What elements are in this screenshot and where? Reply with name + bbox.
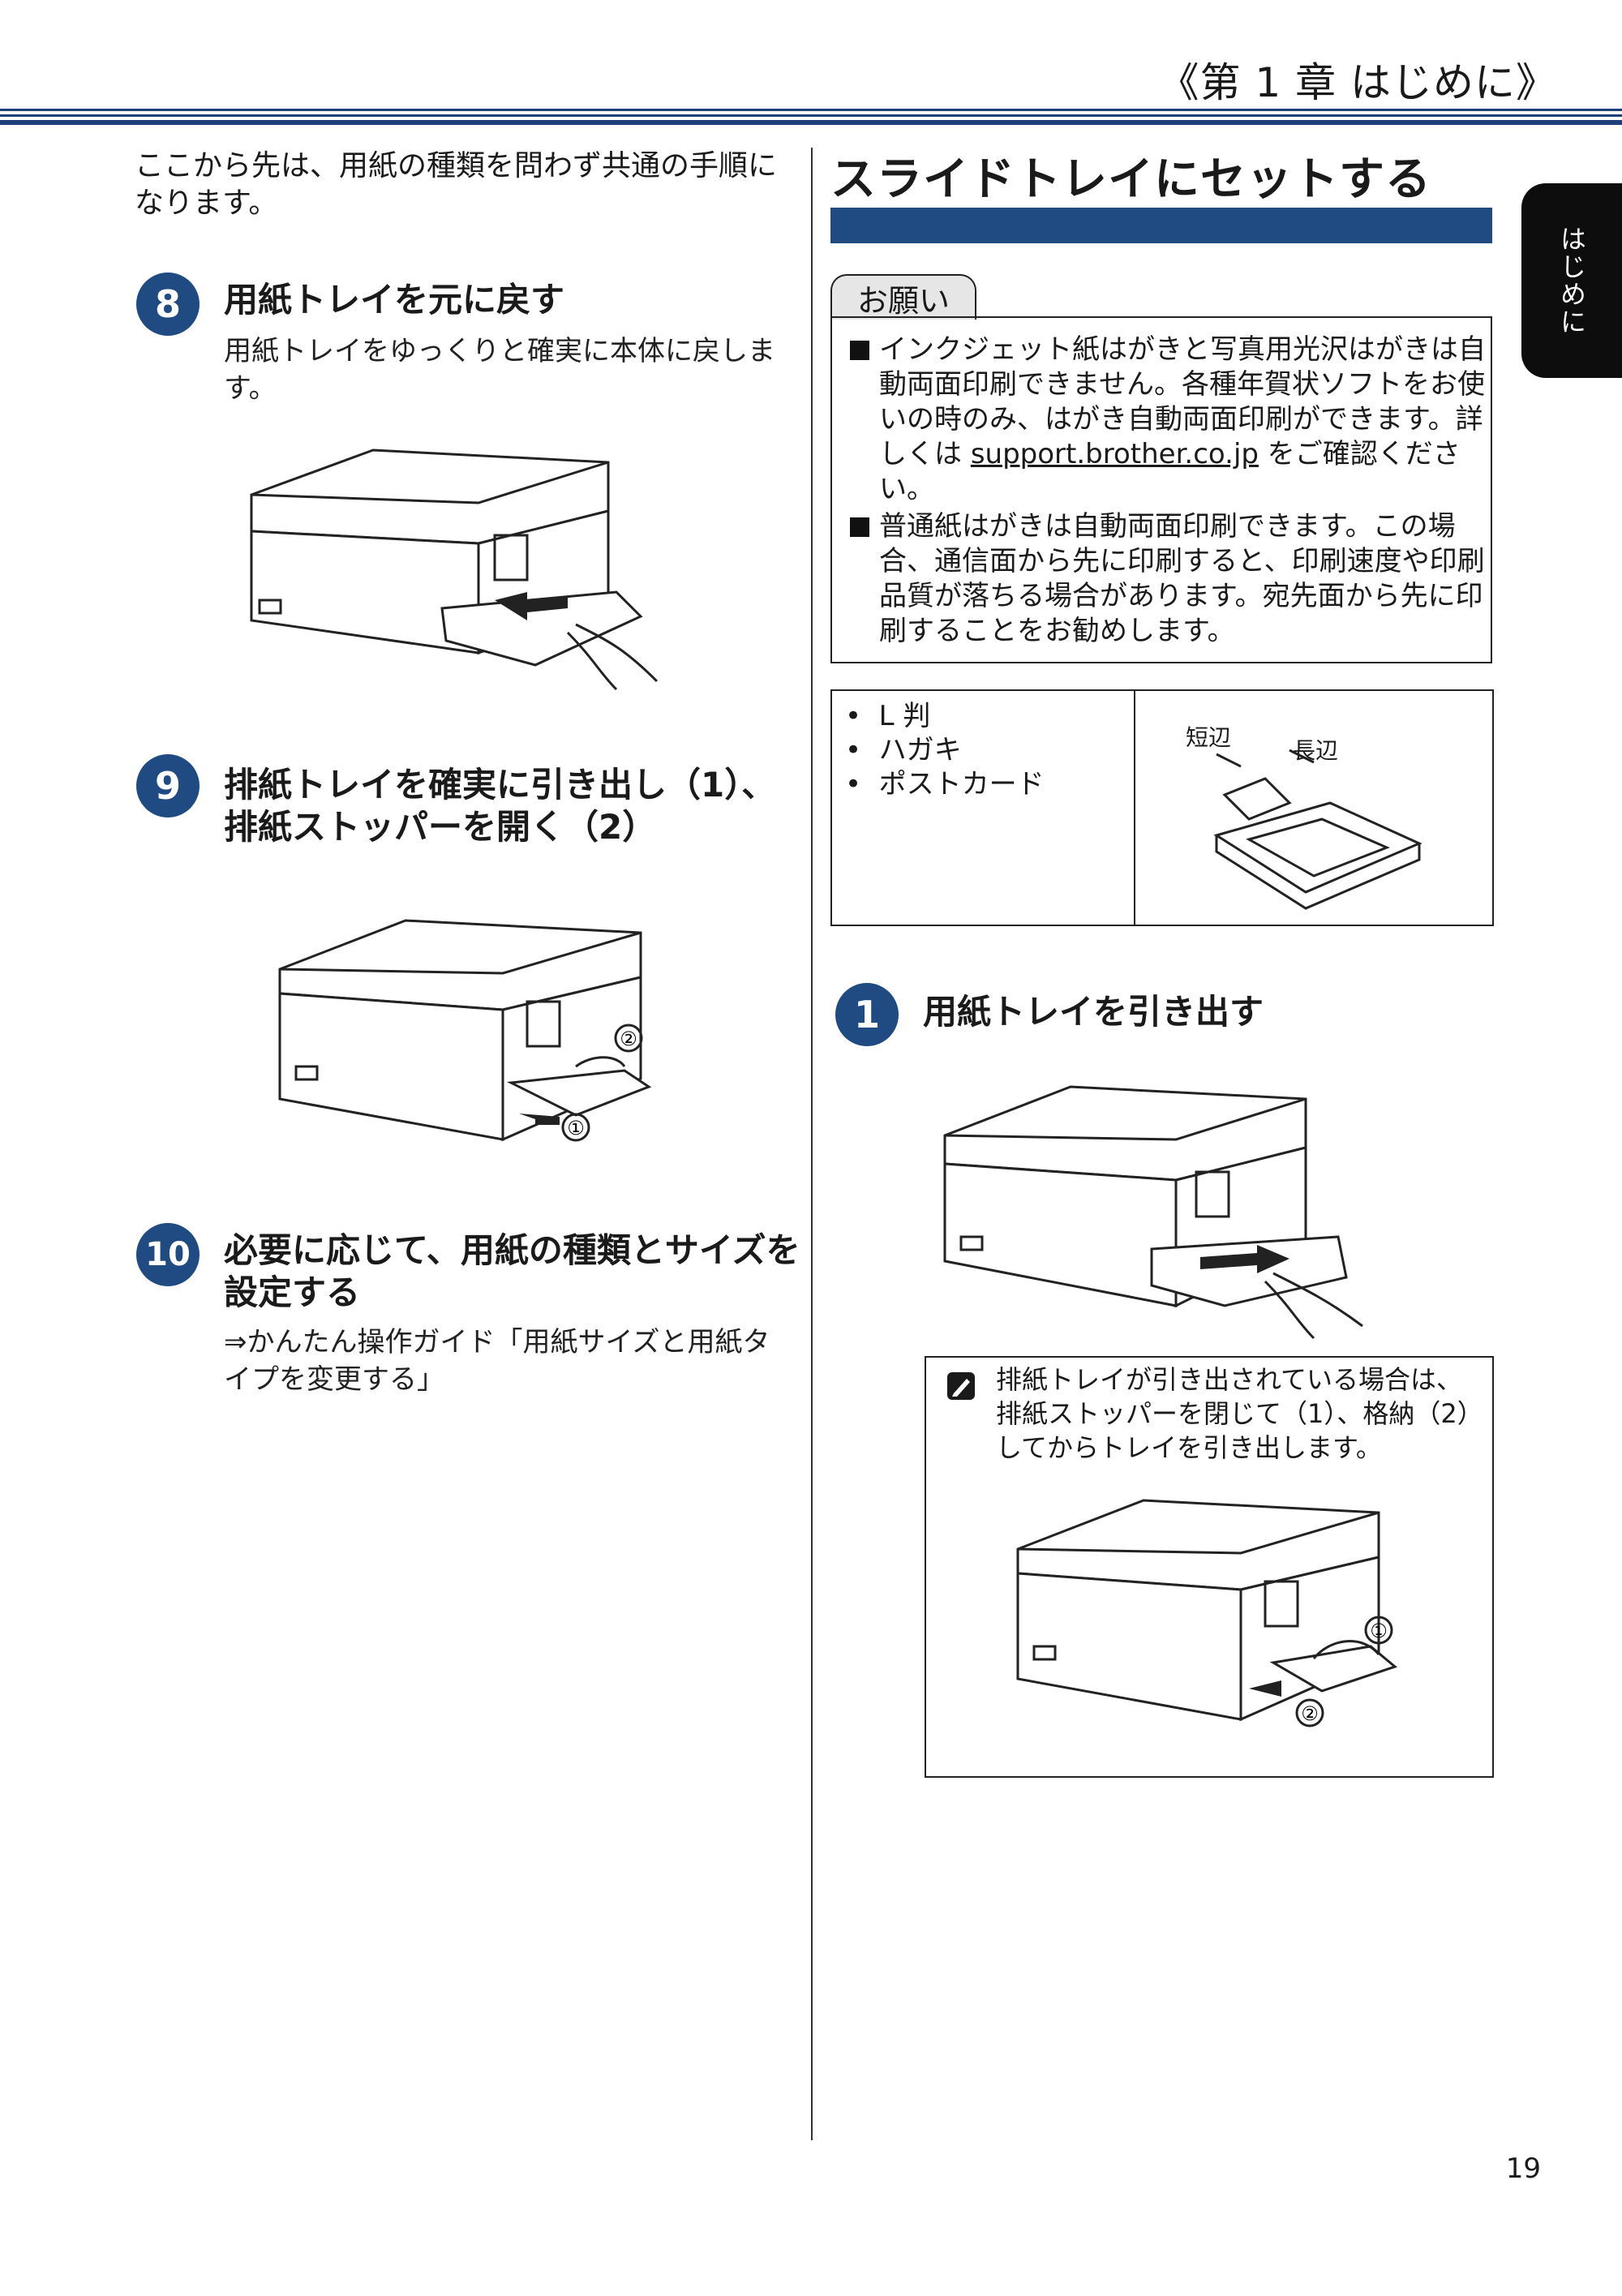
- callout-1: ①: [567, 1117, 585, 1139]
- section-title: スライドトレイにセットする: [830, 153, 1431, 206]
- header-rule: [0, 114, 1622, 117]
- notice-tab: お願い: [830, 274, 976, 320]
- long-edge-label: 長辺: [1293, 737, 1339, 764]
- square-bullet-icon: [850, 341, 869, 360]
- step-9-badge: 9: [136, 754, 200, 818]
- step-8-title: 用紙トレイを元に戻す: [224, 280, 565, 320]
- printer-illustration-step8: [250, 448, 659, 691]
- paper-type-table: [830, 689, 1494, 926]
- chapter-side-tab[interactable]: [1521, 183, 1622, 378]
- notice-item-2: 普通紙はがきは自動両面印刷できます。この場合、通信面から先に印刷すると、印刷速度…: [850, 509, 1495, 649]
- header-rule: [0, 109, 1622, 111]
- column-divider: [811, 148, 813, 2140]
- notice-box: インクジェット紙はがきと写真用光沢はがきは自動両面印刷できません。各種年賀状ソフ…: [830, 316, 1492, 663]
- list-item: • L 判: [845, 700, 931, 732]
- header-rule: [0, 120, 1622, 125]
- step-10-badge: 10: [136, 1223, 200, 1286]
- support-link[interactable]: support.brother.co.jp: [970, 438, 1259, 470]
- square-bullet-icon: [850, 517, 869, 537]
- callout-2: ②: [620, 1028, 637, 1050]
- step-8-badge: 8: [136, 273, 200, 336]
- note-box: [925, 1356, 1494, 1778]
- printer-illustration-note: ① ②: [1016, 1499, 1398, 1727]
- page-number: 19: [1505, 2152, 1541, 2185]
- step-10-title: 必要に応じて、用紙の種類とサイズを設定する: [224, 1230, 800, 1312]
- step-9-title: 排紙トレイを確実に引き出し（1）、排紙ストッパーを開く（2）: [224, 765, 776, 847]
- notice-item-1: インクジェット紙はがきと写真用光沢はがきは自動両面印刷できません。各種年賀状ソフ…: [850, 333, 1495, 507]
- list-item: • ハガキ: [845, 734, 962, 766]
- callout-1: ①: [1370, 1620, 1388, 1642]
- short-edge-label: 短辺: [1186, 724, 1232, 751]
- callout-2: ②: [1301, 1702, 1319, 1725]
- printer-illustration-step9: ② ①: [278, 919, 652, 1142]
- step-10-body: ⇒かんたん操作ガイド「用紙サイズと用紙タイプを変更する」: [224, 1326, 770, 1396]
- paper-type-list: • L 判 • ハガキ • ポストカード: [845, 699, 1121, 801]
- tray-paper-illustration: [1213, 749, 1422, 910]
- side-tab-label: はじめに: [1556, 225, 1587, 336]
- step-1-title: 用紙トレイを引き出す: [923, 992, 1264, 1032]
- section-bar: [830, 208, 1492, 243]
- step-1-badge: 1: [835, 983, 899, 1046]
- printer-illustration-step1: [943, 1085, 1363, 1340]
- intro-text: ここから先は、用紙の種類を問わず共通の手順になります。: [135, 149, 778, 220]
- chapter-heading: 《第 1 章 はじめに》: [1158, 59, 1557, 106]
- table-divider: [1134, 689, 1135, 925]
- list-item: • ポストカード: [845, 768, 1045, 800]
- notice-item-2-text: 普通紙はがきは自動両面印刷できます。この場合、通信面から先に印刷すると、印刷速度…: [879, 510, 1485, 647]
- note-icon: [947, 1372, 975, 1400]
- step-8-body: 用紙トレイをゆっくりと確実に本体に戻します。: [224, 335, 775, 405]
- note-text: 排紙トレイが引き出されている場合は、排紙ストッパーを閉じて（1）、格納（2）して…: [996, 1364, 1470, 1463]
- notice-item-1-text-end: をご確認ください。: [879, 438, 1461, 505]
- notice-item-1-text: インクジェット紙はがきと写真用光沢はがきは自動両面印刷できません。各種年賀状ソフ…: [879, 333, 1486, 470]
